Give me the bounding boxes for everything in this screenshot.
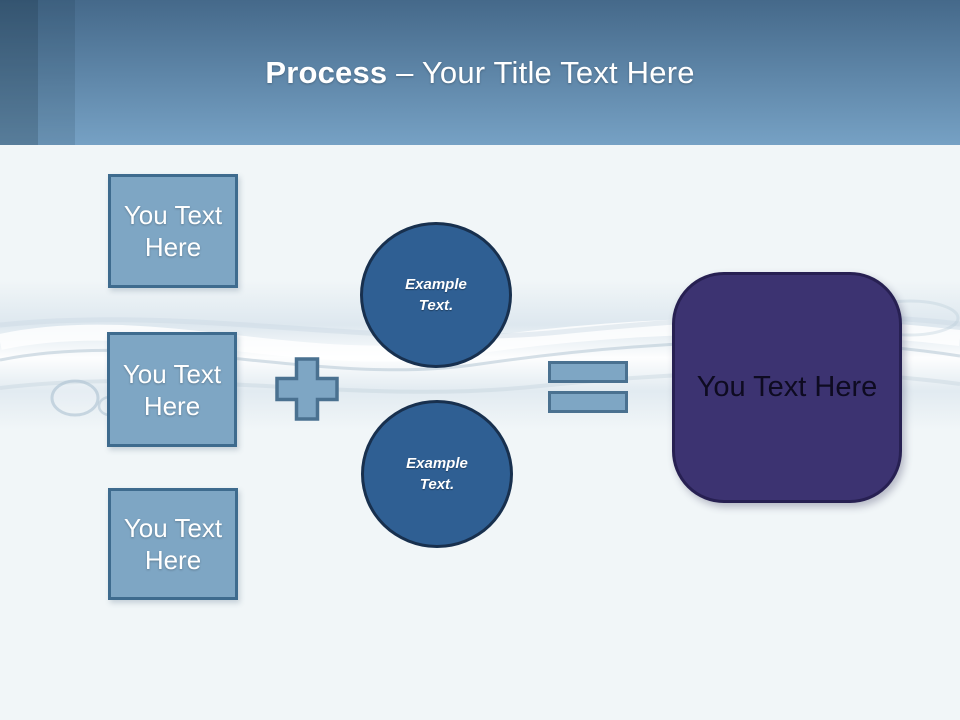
example-circle-1-label: Example Text. [405, 276, 467, 314]
slide-title-keyword: Process [265, 54, 388, 90]
equals-bar-top [548, 361, 628, 383]
slide-title: Process – Your Title Text Here [265, 55, 694, 91]
header-accent-strip-dark [0, 0, 38, 145]
input-box-1-label: You Text Here [123, 200, 223, 262]
input-box-2-label: You Text Here [122, 358, 222, 421]
plus-icon [275, 357, 339, 421]
example-circle-2: Example Text. [361, 400, 513, 548]
equals-bar-bottom [548, 391, 628, 413]
result-box-label: You Text Here [696, 371, 878, 403]
input-box-2: You Text Here [107, 332, 237, 447]
example-circle-1: Example Text. [360, 222, 512, 368]
input-box-1: You Text Here [108, 174, 238, 288]
slide-header: Process – Your Title Text Here [0, 0, 960, 145]
plus-sign-graphic [275, 357, 339, 421]
slide-title-subtitle: – Your Title Text Here [387, 54, 695, 90]
example-circle-2-label: Example Text. [406, 455, 468, 493]
input-box-3: You Text Here [108, 488, 238, 600]
header-accent-strip-mid [38, 0, 75, 145]
result-box: You Text Here [672, 272, 902, 503]
equals-icon [548, 361, 628, 413]
input-box-3-label: You Text Here [123, 513, 223, 575]
